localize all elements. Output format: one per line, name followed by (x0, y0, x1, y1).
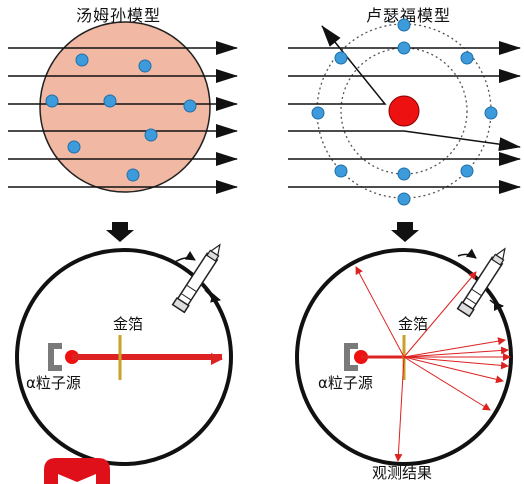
electron (67, 140, 81, 154)
microscope-icon (171, 243, 221, 314)
source-label-left: α粒子源 (26, 374, 81, 392)
electron (103, 94, 117, 108)
down-arrow-right (391, 222, 419, 242)
electron (397, 192, 411, 206)
scattered-ray (394, 356, 405, 462)
rotate-arrow-icon (204, 289, 221, 303)
rotate-arrow-icon (457, 248, 477, 259)
rutherford-backscatter-beam (288, 25, 387, 105)
electron (311, 106, 325, 120)
microscope-icon (456, 247, 506, 318)
electron (397, 18, 411, 32)
electron (397, 41, 411, 55)
scattered-ray (403, 346, 509, 358)
scattered-ray (403, 337, 506, 358)
thomson-model (8, 21, 238, 194)
electron (45, 94, 59, 108)
electron (144, 128, 158, 142)
electron (460, 51, 474, 65)
down-arrow-left (106, 222, 134, 242)
alpha-source-shield (344, 343, 358, 371)
foil-label-left: 金箔 (113, 315, 144, 333)
rutherford-title: 卢瑟福模型 (366, 6, 452, 25)
scattered-ray (403, 271, 477, 358)
rutherford-model (288, 18, 521, 206)
electron (484, 106, 498, 120)
rotate-arrow-icon (174, 250, 196, 263)
rutherford-experiment (295, 247, 513, 466)
scattered-ray (403, 356, 509, 370)
electron (460, 164, 474, 178)
scattered-ray (355, 266, 405, 358)
nucleus (388, 95, 420, 127)
logo-mark (44, 458, 110, 484)
thomson-experiment (15, 243, 233, 466)
rotate-arrow-icon (489, 299, 504, 311)
electron (75, 53, 89, 67)
electron (334, 164, 348, 178)
electron (126, 168, 140, 182)
electron (138, 59, 152, 73)
detector-screen (15, 248, 233, 466)
thomson-title: 汤姆孙模型 (76, 6, 162, 25)
detector-screen (295, 248, 513, 466)
result-label: 观测结果 (372, 464, 433, 482)
electron (183, 99, 197, 113)
rutherford-deflected-beam (288, 130, 521, 152)
electron (397, 167, 411, 181)
scattered-ray (403, 356, 504, 384)
alpha-source-shield (48, 343, 62, 371)
source-label-right: α粒子源 (318, 374, 373, 392)
scattered-ray (403, 356, 491, 411)
foil-label-right: 金箔 (398, 315, 429, 333)
electron (334, 51, 348, 65)
